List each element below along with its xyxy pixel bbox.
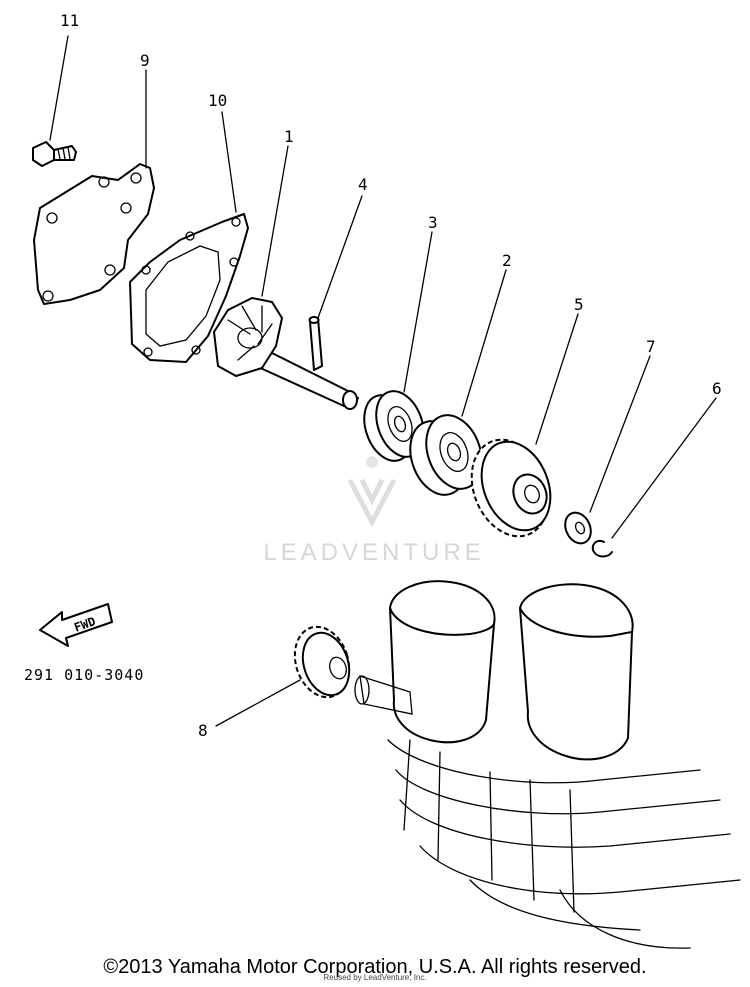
callout-2: 2 bbox=[502, 251, 512, 270]
engine-crankcase bbox=[354, 580, 741, 949]
fwd-label: FWD bbox=[72, 614, 97, 635]
watermark-logo-icon bbox=[347, 456, 397, 528]
part-9-cover bbox=[33, 163, 155, 305]
callout-11: 11 bbox=[60, 11, 79, 30]
leader-line-8 bbox=[215, 679, 301, 727]
leader-line-1 bbox=[261, 145, 289, 297]
leader-line-5 bbox=[535, 313, 579, 445]
leader-lines bbox=[49, 35, 717, 727]
fwd-arrow-icon: FWD bbox=[39, 603, 113, 647]
leader-line-2 bbox=[461, 269, 507, 417]
diagram-part-number: 291 010-3040 bbox=[24, 666, 144, 684]
reused-notice: Reused by LeadVenture, Inc. bbox=[323, 973, 427, 982]
part-6-circlip bbox=[591, 540, 613, 558]
callout-3: 3 bbox=[428, 213, 438, 232]
leader-line-3 bbox=[403, 231, 433, 393]
part-11-bolt bbox=[32, 141, 77, 167]
callout-4: 4 bbox=[358, 175, 368, 194]
callout-6: 6 bbox=[712, 379, 722, 398]
leader-line-4 bbox=[317, 195, 363, 319]
leader-line-11 bbox=[49, 35, 69, 141]
part-2-bearing bbox=[409, 414, 483, 496]
callout-5: 5 bbox=[574, 295, 584, 314]
leadventure-watermark: LEADVENTURE bbox=[263, 456, 484, 566]
part-8-drive-gear bbox=[293, 625, 351, 699]
leader-line-6 bbox=[611, 397, 717, 539]
watermark-text: LEADVENTURE bbox=[263, 539, 484, 566]
callout-1: 1 bbox=[284, 127, 294, 146]
part-5-gear bbox=[470, 438, 552, 538]
callout-labels: 11 9 10 1 4 3 2 5 7 6 8 bbox=[60, 11, 722, 740]
leader-line-10 bbox=[221, 111, 237, 213]
copyright-notice: ©2013 Yamaha Motor Corporation, U.S.A. A… bbox=[103, 956, 647, 978]
callout-7: 7 bbox=[646, 337, 656, 356]
part-4-pin bbox=[308, 316, 323, 371]
callout-8: 8 bbox=[198, 721, 208, 740]
callout-9: 9 bbox=[140, 51, 150, 70]
part-1-impeller-shaft bbox=[213, 297, 359, 410]
callout-10: 10 bbox=[208, 91, 227, 110]
part-7-washer bbox=[564, 511, 592, 545]
leader-line-7 bbox=[589, 355, 651, 513]
part-10-gasket bbox=[129, 213, 249, 363]
